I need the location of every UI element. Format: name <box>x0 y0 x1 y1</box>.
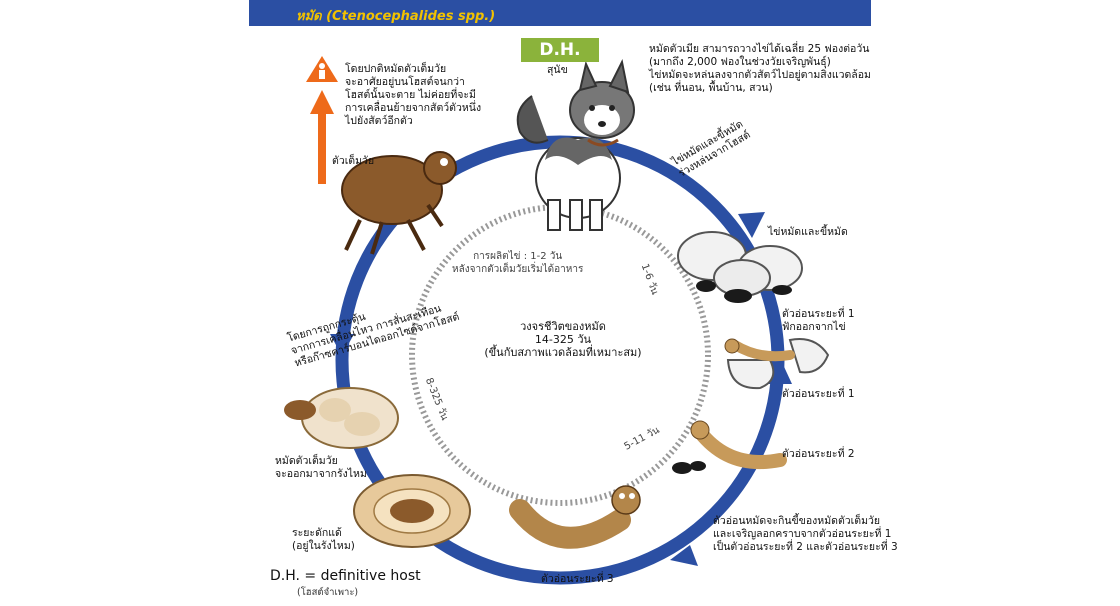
host-label: สุนัข <box>547 64 568 76</box>
stage-larva1-label: ตัวอ่อนระยะที่ 1 <box>782 388 855 400</box>
legend-note: (โฮสต์จำเพาะ) <box>297 587 359 598</box>
cycle-arrowhead <box>330 334 354 356</box>
stage-emerge-label: หมัดตัวเต็มวัย จะออกมาจากรังไหม <box>275 455 367 480</box>
cycle-arrowhead <box>768 358 792 384</box>
cycle-center-text: วงจรชีวิตของหมัด 14-325 วัน (ขึ้นกับสภาพ… <box>484 320 642 359</box>
pupa-illustration <box>353 474 471 548</box>
cocoon-emerge-illustration <box>284 387 399 449</box>
stage-adult-label: ตัวเต็มวัย <box>332 155 375 167</box>
eggs-illustration <box>677 231 803 303</box>
page-title: หมัด (Ctenocephalides spp.) <box>296 9 496 24</box>
adult-flea-illustration <box>341 151 457 255</box>
note-egg-laying: หมัดตัวเมีย สามารถวางไข่ได้เฉลี่ย 25 ฟอง… <box>649 43 871 94</box>
duration-egg-production: การผลิตไข่ : 1-2 วัน หลังจากตัวเต็มวัยเร… <box>452 251 584 275</box>
stage-pupa-label: ระยะดักแด้ (อยู่ในรังไหม) <box>292 527 355 552</box>
title-bar <box>249 0 871 26</box>
stage-eggs-feces-label: ไข่หมัดและขี้หมัด <box>768 226 848 238</box>
legend-definitive-host: D.H. = definitive host <box>270 568 421 584</box>
stage-larva2-label: ตัวอ่อนระยะที่ 2 <box>782 448 855 460</box>
dog-illustration <box>516 58 635 231</box>
up-arrow-shaft <box>318 112 326 184</box>
stage-larva3-label: ตัวอ่อนระยะที่ 3 <box>541 573 614 585</box>
stage-larva1-hatch-label: ตัวอ่อนระยะที่ 1 ฟักออกจากไข่ <box>782 308 855 333</box>
larva3-illustration <box>509 485 641 549</box>
up-arrow-head <box>310 90 334 114</box>
note-larva-food: ตัวอ่อนหมัดจะกินขี้ของหมัดตัวเต็มวัย และ… <box>713 515 898 553</box>
note-adult-on-host: โดยปกติหมัดตัวเต็มวัย จะอาศัยอยู่บนโฮสต์… <box>345 63 482 127</box>
cycle-arrowhead <box>738 212 765 238</box>
definitive-host-badge: D.H. <box>521 38 599 62</box>
larva1-hatching-illustration <box>724 338 830 390</box>
larva2-illustration <box>672 420 787 474</box>
inner-dashed-ring <box>409 204 711 506</box>
cycle-arrowhead <box>670 545 698 566</box>
